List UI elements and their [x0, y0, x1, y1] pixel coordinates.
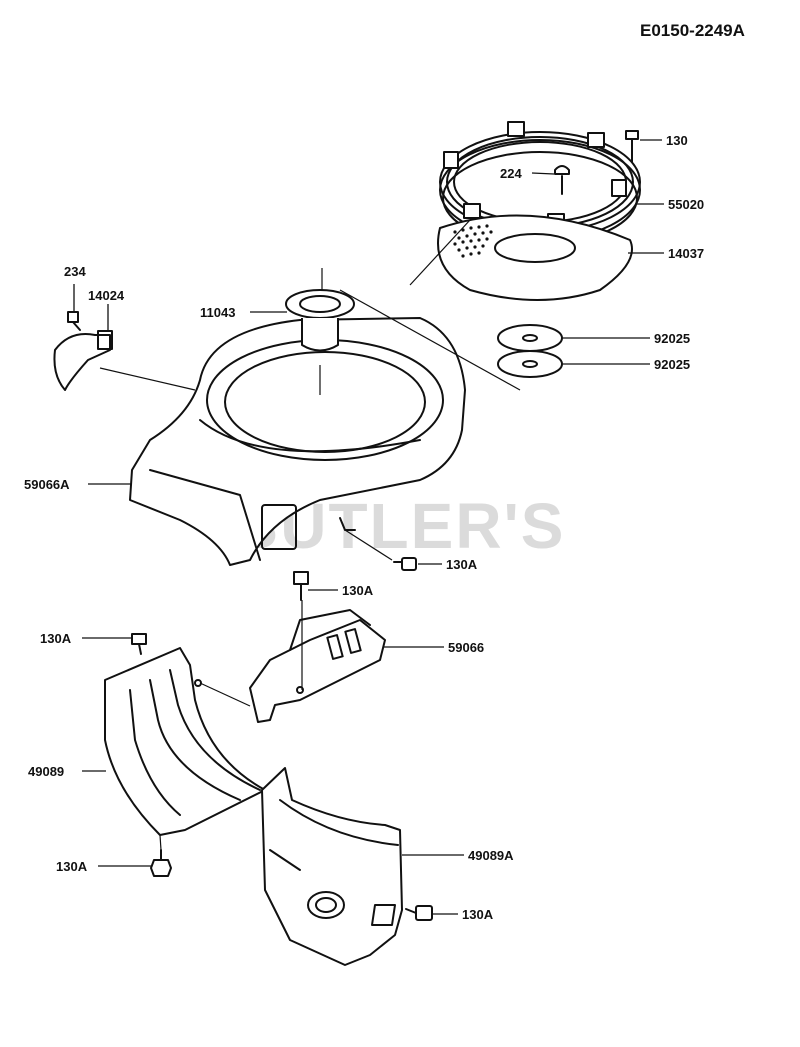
label-130: 130: [666, 133, 688, 148]
label-14024: 14024: [88, 288, 125, 303]
assembly-lines: [99, 219, 521, 851]
label-92025-bottom: 92025: [654, 357, 690, 372]
cover-49089: [104, 647, 266, 836]
clip-55020: [507, 121, 525, 137]
label-130A-cover-right: 130A: [462, 907, 494, 922]
screen-disc-14037: [437, 214, 633, 301]
screen-perforations: [453, 224, 493, 258]
label-14037: 14037: [668, 246, 704, 261]
bolt-130A-cover-bottom: [150, 849, 172, 877]
label-59066: 59066: [448, 640, 484, 655]
cover-49089A: [261, 767, 403, 966]
screen-ring-assembly: [437, 121, 641, 301]
label-49089A: 49089A: [468, 848, 514, 863]
callouts: 130 224 55020 14037 92025 92025 234 1402…: [24, 133, 704, 922]
bolt-130: [625, 130, 639, 163]
bracket-59066: [249, 609, 386, 723]
label-130A-housing: 130A: [446, 557, 478, 572]
screw-234: [67, 311, 81, 331]
label-49089: 49089: [28, 764, 64, 779]
bolt-130A-bracket: [293, 571, 309, 601]
label-130A-bracket: 130A: [342, 583, 374, 598]
cup-11043: [285, 289, 355, 352]
screw-224: [554, 165, 570, 195]
label-130A-cover-bottom: 130A: [56, 859, 88, 874]
bolt-130A-housing: [393, 557, 417, 571]
label-11043: 11043: [200, 305, 235, 320]
bracket-14024: [53, 330, 113, 391]
washers-92025: [497, 324, 563, 378]
label-92025-top: 92025: [654, 331, 690, 346]
bolt-130A-cover-top: [131, 633, 147, 655]
bolt-130A-cover-right: [405, 905, 433, 921]
label-224: 224: [500, 166, 522, 181]
label-234: 234: [64, 264, 86, 279]
label-130A-cover-top: 130A: [40, 631, 72, 646]
fan-housing-59066A: [129, 317, 466, 566]
diagram-code: E0150-2249A: [640, 21, 745, 40]
label-55020: 55020: [668, 197, 704, 212]
label-59066A: 59066A: [24, 477, 70, 492]
